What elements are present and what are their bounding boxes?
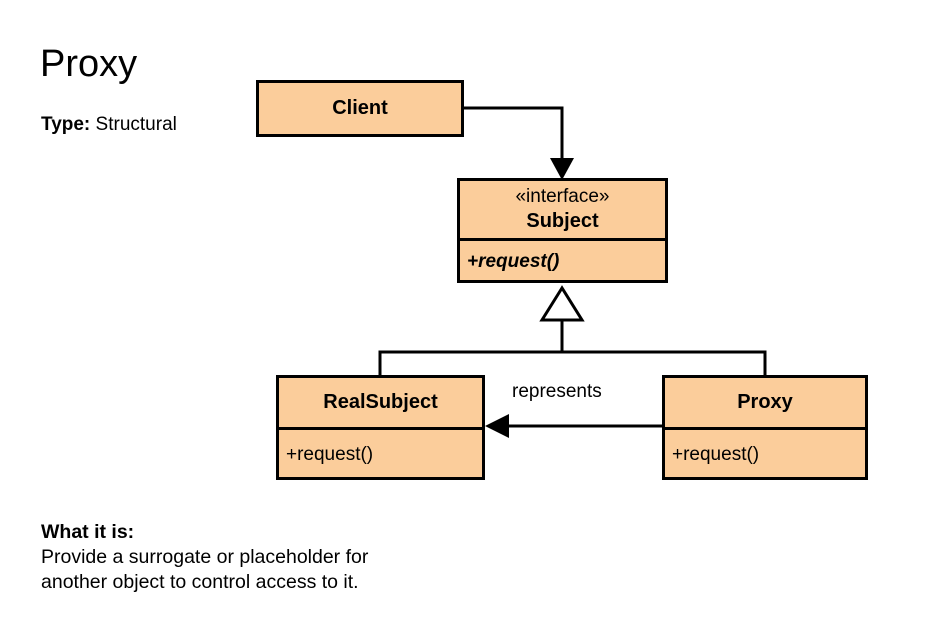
uml-class-subject-name: Subject [526,210,599,232]
uml-class-proxy-header: Proxy [665,378,865,427]
uml-class-proxy-divider [665,427,865,430]
description-block: What it is: Provide a surrogate or place… [41,520,368,595]
uml-class-realsubject-header: RealSubject [279,378,482,427]
pattern-type-label: Type: [41,114,91,135]
uml-operation-proxy-request: +request() [672,444,760,465]
arrowhead-client-to-subject [550,158,574,180]
uml-class-client[interactable]: Client [256,80,464,137]
connector-fork-to-proxy [562,350,767,375]
uml-class-client-header: Client [259,83,461,134]
uml-class-subject-divider [460,238,665,241]
edge-label-represents: represents [512,381,602,402]
uml-class-subject[interactable]: «interface» Subject +request() [457,178,668,283]
description-heading: What it is: [41,521,135,543]
pattern-type-line: Type: Structural [41,114,177,136]
connector-client-to-subject [464,106,564,168]
generalization-triangle-subject [539,285,585,322]
uml-class-subject-header: «interface» Subject [460,181,665,238]
uml-class-realsubject-divider [279,427,482,430]
pattern-type-value: Structural [95,114,177,135]
uml-class-proxy[interactable]: Proxy +request() [662,375,868,480]
connector-fork-to-realsubject [378,350,562,375]
uml-class-realsubject-operations: +request() [279,430,482,480]
uml-class-realsubject-name: RealSubject [323,391,438,413]
uml-class-realsubject[interactable]: RealSubject +request() [276,375,485,480]
uml-class-subject-operations: +request() [460,241,665,283]
description-line-2: another object to control access to it. [41,571,359,593]
uml-class-client-name: Client [332,97,388,119]
uml-class-proxy-operations: +request() [665,430,865,480]
description-line-1: Provide a surrogate or placeholder for [41,546,369,568]
uml-class-proxy-name: Proxy [737,391,793,413]
uml-operation-subject-request: +request() [467,251,560,272]
uml-operation-realsubject-request: +request() [286,444,374,465]
arrowhead-proxy-to-realsubject [485,414,509,438]
page-title: Proxy [40,43,138,85]
uml-class-subject-stereotype: «interface» [515,186,610,207]
